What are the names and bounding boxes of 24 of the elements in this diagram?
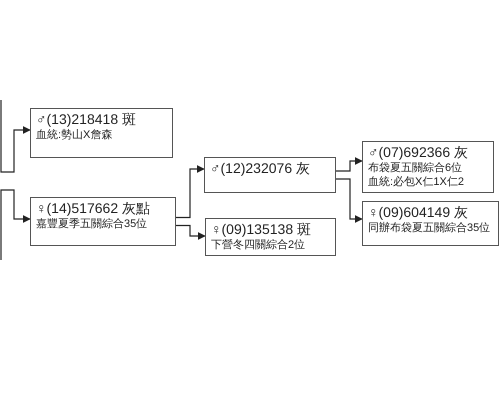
connector-arrow	[176, 224, 206, 240]
note-text: 血統:勢山X詹森	[36, 128, 114, 142]
bird-id-text: ♂(07)692366 灰	[368, 144, 470, 161]
pedigree-box	[362, 141, 494, 193]
note-text: 同辦布袋夏五關綜合35位	[368, 221, 492, 235]
bird-id-text: ♂(12)232076 灰	[210, 160, 312, 177]
pedigree-box	[30, 108, 173, 158]
connector-arrow	[176, 165, 205, 218]
note-text: 嘉豐夏季五關綜合35位	[36, 217, 148, 231]
note-text: 血統:必包X仁1X仁2	[368, 175, 465, 189]
connector-arrow	[0, 189, 31, 260]
bird-id-text: ♀(09)604149 灰	[368, 204, 470, 221]
note-text: 下營冬四關綜合2位	[211, 238, 306, 252]
note-text: 布袋夏五關綜合6位	[368, 161, 464, 175]
pedigree-box	[204, 157, 336, 193]
pedigree-box	[205, 218, 336, 256]
bird-id-text: ♀(09)135138 斑	[211, 221, 312, 238]
pedigree-box	[30, 197, 176, 246]
bird-id-text: ♀(14)517662 灰點	[36, 200, 152, 217]
connector-arrow	[336, 157, 363, 172]
bird-id-text: ♂(13)218418 斑	[36, 111, 138, 128]
pedigree-box	[362, 201, 499, 246]
connector-arrow	[336, 178, 363, 223]
connector-arrow	[0, 100, 31, 173]
